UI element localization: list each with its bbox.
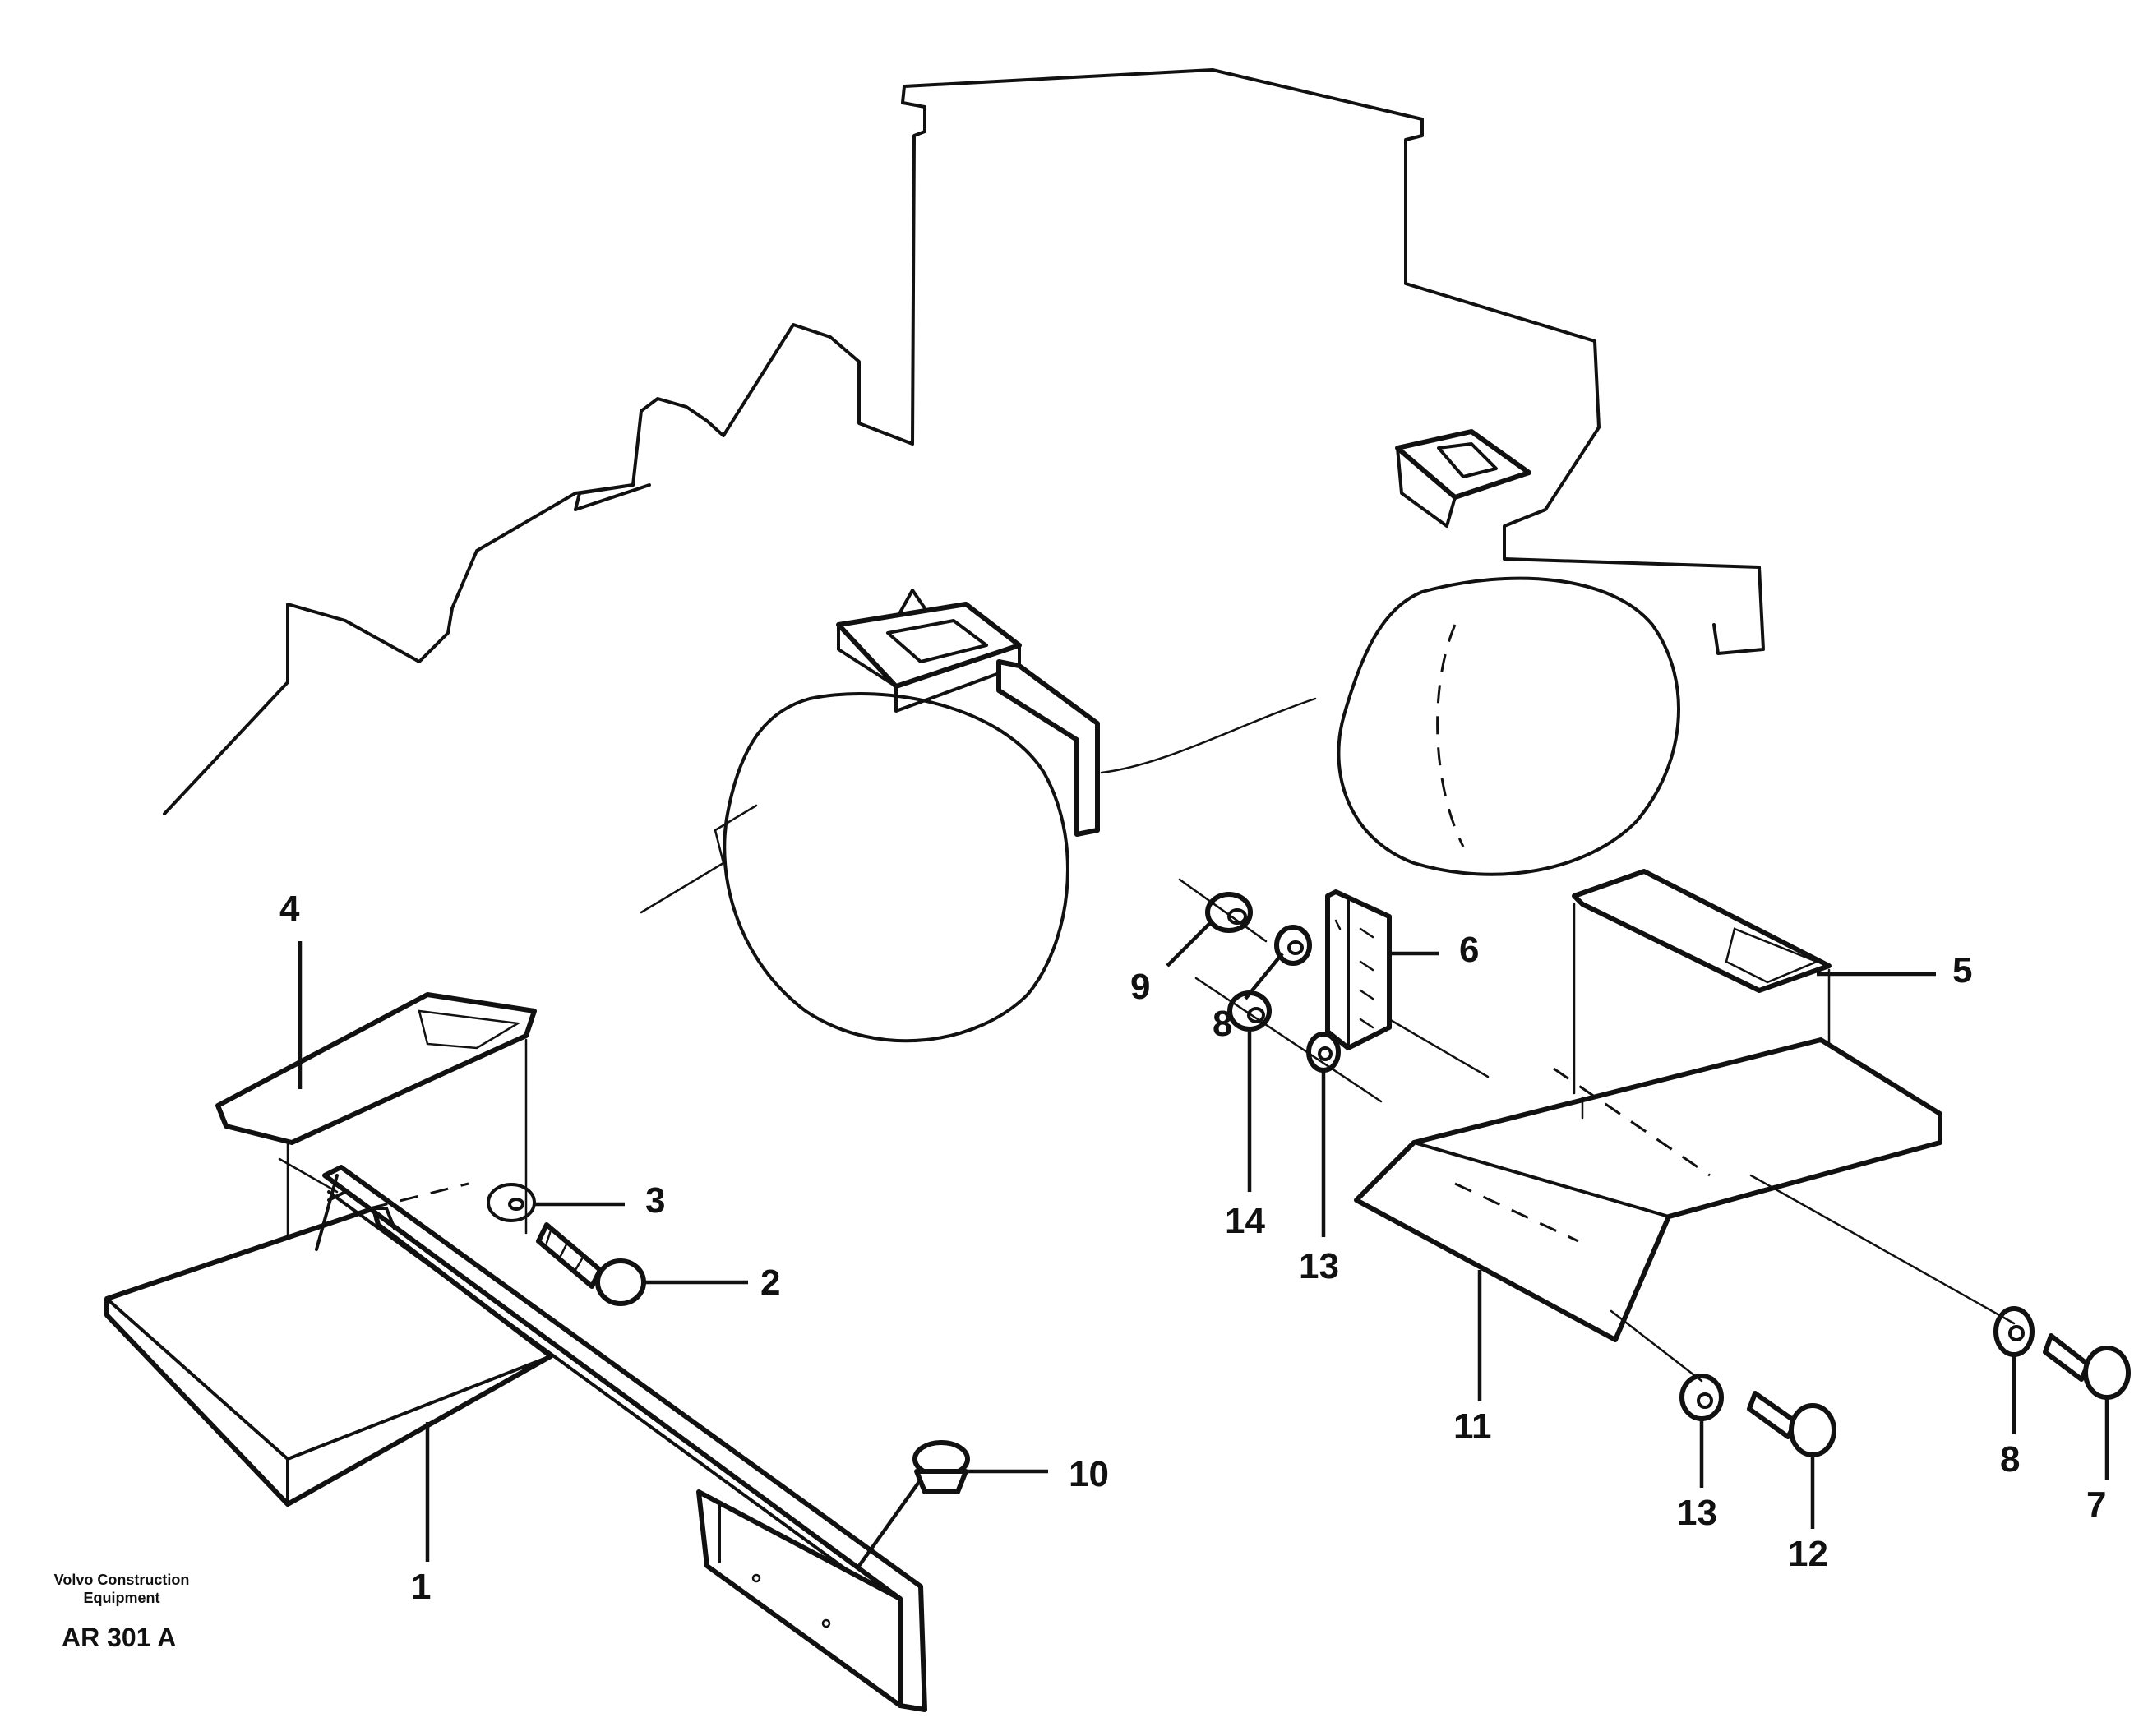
callout-1: 1 xyxy=(411,1567,431,1607)
rear-step-on-machine xyxy=(1395,429,1531,528)
company-name-line2: Equipment xyxy=(84,1590,160,1606)
washer-3 xyxy=(487,1183,536,1222)
callout-11: 11 xyxy=(1453,1406,1492,1447)
callout-13-upper: 13 xyxy=(1299,1246,1339,1286)
bolt-12 xyxy=(1747,1391,1836,1457)
callout-14: 14 xyxy=(1225,1201,1265,1241)
plug-10 xyxy=(912,1440,970,1494)
washer-13-lower xyxy=(1679,1374,1724,1421)
callout-12: 12 xyxy=(1788,1534,1828,1574)
footer-block: Volvo Construction Equipment AR 301 A xyxy=(54,1572,190,1652)
front-wheel xyxy=(723,692,1069,1043)
tread-plate-5 xyxy=(1572,869,1832,993)
bolt-7 xyxy=(2043,1333,2131,1400)
front-step-on-machine xyxy=(836,589,1100,837)
tread-plate-4 xyxy=(215,992,537,1145)
step-body-11 xyxy=(1354,1037,1942,1342)
bolt-2 xyxy=(536,1222,646,1306)
callout-8-right: 8 xyxy=(2000,1439,2020,1480)
left-step-assembly xyxy=(104,992,927,1712)
washer-13-upper xyxy=(1306,1032,1341,1073)
callout-8-upper: 8 xyxy=(1213,1004,1232,1044)
callout-13-lower: 13 xyxy=(1677,1493,1717,1533)
bracket-6 xyxy=(1325,889,1392,1050)
callout-7: 7 xyxy=(2086,1484,2106,1525)
washer-8-upper xyxy=(1274,925,1312,966)
assembly-lines xyxy=(1178,878,2016,1383)
company-name-line1: Volvo Construction xyxy=(54,1572,190,1588)
reference-code: AR 301 A xyxy=(62,1623,176,1652)
rear-wheel xyxy=(1337,576,1680,876)
leader-lines xyxy=(298,919,2109,1567)
callout-3: 3 xyxy=(645,1180,665,1221)
callout-labels: 1 2 3 4 5 6 7 8 8 9 10 11 12 13 13 14 xyxy=(279,889,2106,1607)
callout-5: 5 xyxy=(1952,950,1972,990)
rear-wheel-hidden-edge xyxy=(1436,624,1465,847)
callout-9: 9 xyxy=(1130,967,1150,1007)
callout-2: 2 xyxy=(760,1263,780,1303)
wheel-loader-outline xyxy=(163,68,1765,914)
callout-4: 4 xyxy=(279,889,300,929)
right-step-assembly xyxy=(1354,869,1942,1342)
callout-10: 10 xyxy=(1069,1454,1109,1494)
callout-6: 6 xyxy=(1459,930,1479,970)
